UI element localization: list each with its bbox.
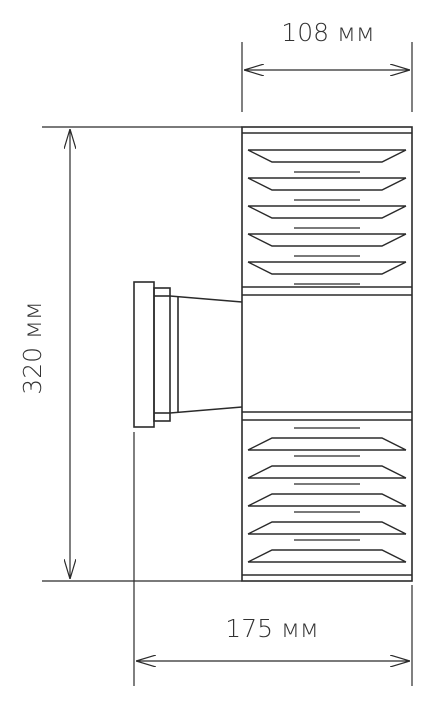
louver-fin	[247, 465, 407, 479]
louver-fin	[247, 521, 407, 535]
width-top-label: 108 мм	[281, 18, 374, 47]
dimension-width-top: 108 мм	[241, 18, 413, 112]
wall-plate	[133, 281, 155, 428]
louvers-top	[247, 149, 407, 285]
louver-fin	[247, 149, 407, 163]
louver-fin	[247, 261, 407, 275]
wall-plate-inner	[153, 287, 171, 422]
louver-fin	[247, 437, 407, 451]
dimension-height: 320 мм	[18, 126, 242, 582]
louver-fin	[247, 177, 407, 191]
louvers-bottom	[247, 427, 407, 563]
dimension-width-bottom: 175 мм	[133, 432, 413, 686]
louver-fin	[247, 205, 407, 219]
louver-fin	[247, 233, 407, 247]
height-label: 320 мм	[18, 301, 47, 394]
louver-fin	[247, 549, 407, 563]
wall-bracket	[133, 281, 243, 428]
bracket-arm	[169, 295, 243, 414]
lamp-outline	[241, 126, 413, 582]
lamp-body	[241, 126, 413, 582]
width-bottom-label: 175 мм	[225, 614, 318, 643]
louver-fin	[247, 493, 407, 507]
